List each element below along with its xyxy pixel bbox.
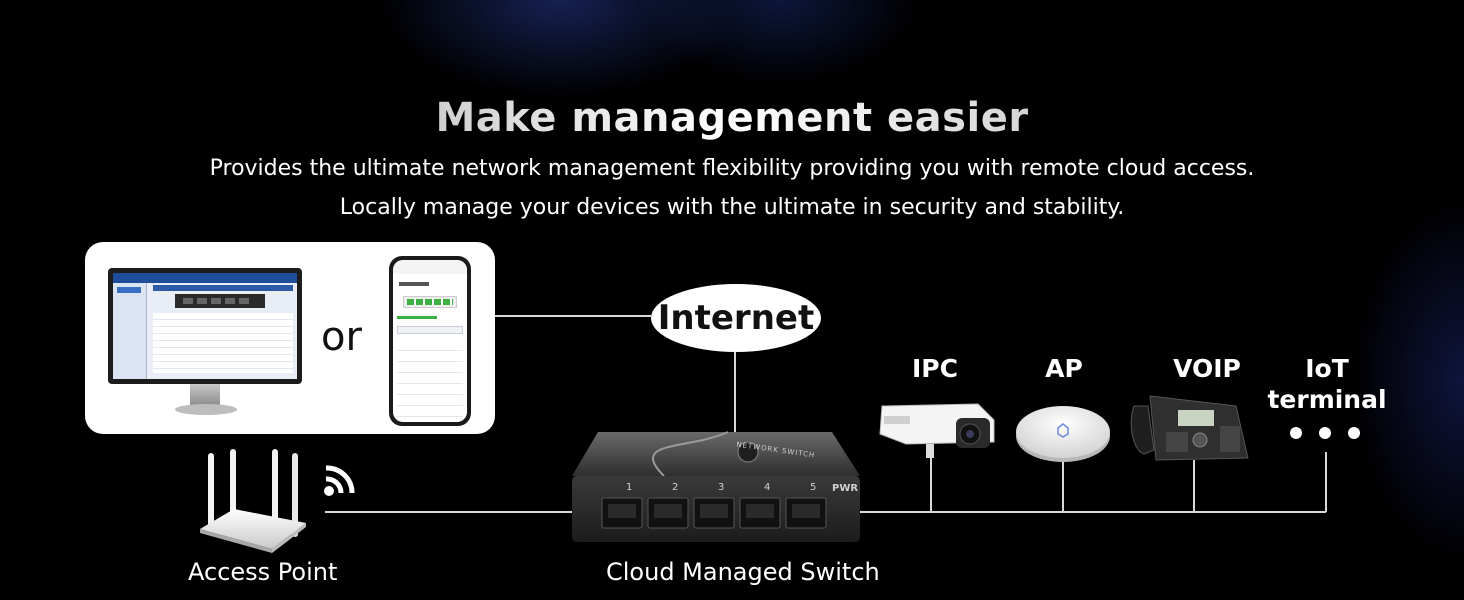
line-card-to-internet (495, 315, 651, 317)
switch-port-3: 3 (718, 482, 725, 493)
switch-port-1: 1 (626, 482, 633, 493)
wifi-signal-icon (324, 465, 355, 496)
subtitle-line-1: Provides the ultimate network management… (209, 156, 1255, 181)
line-voip-drop (1193, 460, 1195, 512)
device-label-ap: AP (1045, 354, 1083, 383)
switch-power-label: PWR (832, 483, 859, 494)
device-label-ipc: IPC (912, 354, 958, 383)
line-iot-drop (1325, 452, 1327, 512)
desktop-monitor (108, 268, 302, 384)
device-label-iot: IoT terminal (1267, 354, 1387, 414)
page-title: Make management easier (0, 95, 1464, 141)
ip-phone-icon (1130, 395, 1249, 461)
monitor-base (175, 404, 237, 415)
smartphone (389, 256, 471, 426)
switch-icon (572, 431, 860, 542)
switch-label: Cloud Managed Switch (606, 558, 880, 586)
device-label-voip: VOIP (1173, 354, 1241, 383)
monitor-stand (190, 384, 220, 406)
subtitle-line-2: Locally manage your devices with the ult… (339, 195, 1125, 220)
camera-icon (879, 403, 995, 458)
internet-bubble: Internet (651, 284, 821, 352)
switch-port-4: 4 (764, 482, 771, 493)
web-dashboard-screen (113, 273, 297, 379)
more-dots-icon (1290, 427, 1377, 439)
internet-label: Internet (657, 298, 815, 338)
switch-port-2: 2 (672, 482, 679, 493)
switch-port-5: 5 (810, 482, 817, 493)
access-point-label: Access Point (188, 558, 338, 586)
ceiling-ap-icon (1016, 406, 1110, 462)
line-ipc-drop (930, 452, 932, 512)
line-ap-drop (1062, 462, 1064, 512)
router-icon (200, 449, 306, 553)
mobile-app-screen (393, 260, 467, 422)
or-label: or (321, 314, 362, 360)
line-internet-to-switch (734, 352, 736, 432)
